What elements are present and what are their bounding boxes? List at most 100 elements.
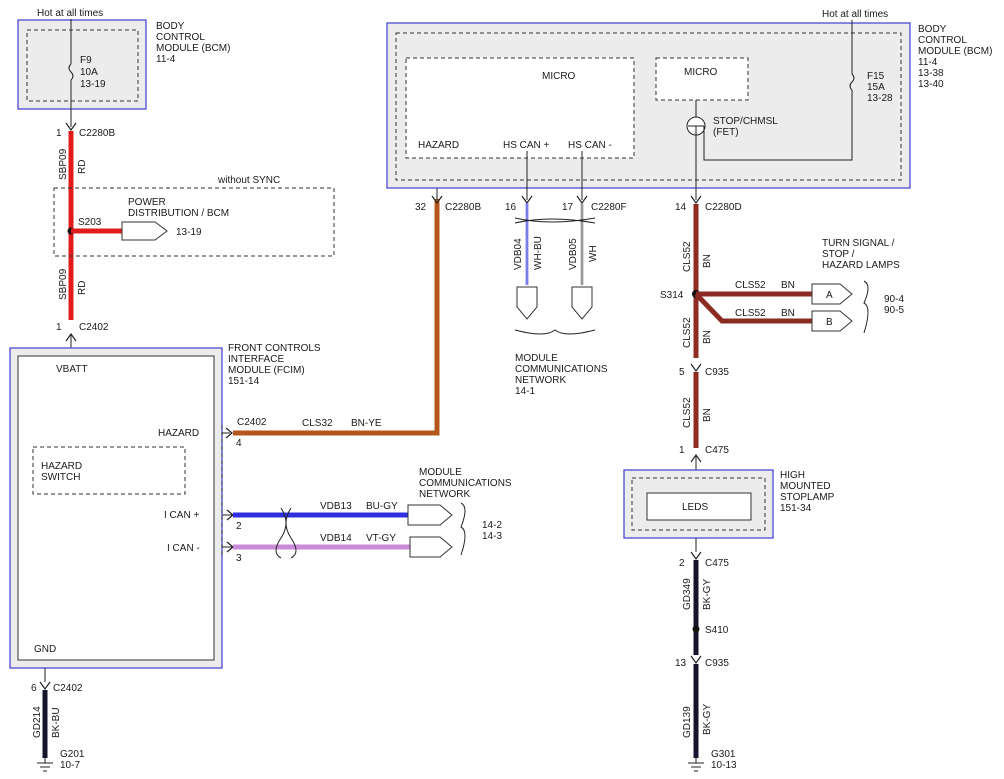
- bcm-right-module: Hot at all times BODY CONTROL MODULE (BC…: [386, 9, 992, 200]
- connector-c2280b-hazard-icon: [431, 195, 443, 205]
- circuit-label: CLS32: [302, 418, 333, 429]
- ican-wires: 2 VDB13 BU-GY 3 VDB14 VT-GY MODULE COMMU…: [222, 467, 512, 564]
- connector-label: C2280F: [591, 202, 627, 213]
- color-label: BN: [781, 308, 795, 319]
- circuit-label: CLS52: [682, 317, 693, 348]
- hmsl-title-1: HIGH: [780, 470, 805, 481]
- pin-label: 4: [236, 438, 242, 449]
- pd-ref: 13-19: [176, 227, 202, 238]
- bcm-right-title-1: BODY: [918, 24, 947, 35]
- connector-arrow-icon: [516, 286, 538, 320]
- micro-box-1: [405, 57, 635, 159]
- mcn-ref: 14-1: [515, 386, 535, 397]
- circuit-label: CLS52: [735, 280, 766, 291]
- mcn-label-1: MODULE: [419, 467, 462, 478]
- mcn-label-3: NETWORK: [419, 489, 470, 500]
- circuit-label: GD349: [682, 578, 693, 610]
- fuse-f9-icon: [68, 63, 74, 81]
- color-label: BN: [702, 408, 713, 422]
- leds-box: [646, 492, 752, 521]
- tsl-ref-2: 90-5: [884, 305, 904, 316]
- connector-b-icon: [811, 310, 853, 332]
- hmsl-inner: [631, 477, 766, 531]
- pin-label: 32: [415, 202, 427, 213]
- pin-label: 14: [675, 202, 687, 213]
- connector-a-label: A: [826, 290, 833, 301]
- color-label: VT-GY: [366, 533, 396, 544]
- color-label: RD: [77, 281, 88, 295]
- splice-s410-icon: [692, 625, 700, 633]
- fuse-f9-ref: 13-19: [80, 79, 106, 90]
- fcim-title-1: FRONT CONTROLS: [228, 343, 321, 354]
- connector-c475-out-icon: [690, 551, 702, 561]
- mcn-label-3: NETWORK: [515, 375, 566, 386]
- wire-cls32: [233, 199, 440, 436]
- fcim-ground: 6 C2402 GD214 BK-BU G201 10-7: [31, 668, 85, 772]
- connector-label: C2402: [237, 417, 267, 428]
- hmsl-title-3: STOPLAMP: [780, 492, 835, 503]
- connector-label: C2280B: [79, 128, 115, 139]
- splice-label: S314: [660, 290, 684, 301]
- color-label: WH: [588, 245, 599, 262]
- connector-arrow-icon: [409, 536, 453, 558]
- mcn-ref-1: 14-2: [482, 520, 502, 531]
- bcm-right-title-4: 11-4: [918, 57, 938, 68]
- fcim-vbatt: VBATT: [56, 364, 87, 375]
- circuit-label: GD214: [32, 706, 43, 738]
- circuit-label: GD139: [682, 706, 693, 738]
- mcn-ref-2: 14-3: [482, 531, 502, 542]
- connector-c2402-hazard-icon: [225, 427, 233, 439]
- tsl-label-3: HAZARD LAMPS: [822, 260, 900, 271]
- color-label: BK-GY: [702, 704, 713, 735]
- wire-branch-b: [694, 292, 812, 324]
- pin-label: 13: [675, 658, 687, 669]
- color-label: BU-GY: [366, 501, 398, 512]
- fcim-title-2: INTERFACE: [228, 354, 284, 365]
- bcm-right-title-2: CONTROL: [918, 35, 967, 46]
- connector-c2280b-left-icon: [65, 122, 77, 132]
- micro-label-1: MICRO: [542, 71, 576, 82]
- bcm-left-module: Hot at all times F9 10A 13-19 BODY CONTR…: [17, 8, 230, 127]
- fcim-title-3: MODULE (FCIM): [228, 365, 305, 376]
- bcm-right-title-6: 13-40: [918, 79, 944, 90]
- pin-label: 2: [236, 521, 242, 532]
- color-label: BN-YE: [351, 418, 382, 429]
- mcn-label-2: COMMUNICATIONS: [419, 478, 512, 489]
- bcm-right-inner: [395, 32, 902, 181]
- color-label: WH-BU: [533, 236, 544, 270]
- circuit-label: VDB14: [320, 533, 352, 544]
- pin-label: 1: [679, 445, 685, 456]
- brace-icon: [514, 329, 596, 335]
- connector-label: C2402: [53, 683, 83, 694]
- tsl-label-1: TURN SIGNAL /: [822, 238, 895, 249]
- ground-ref: 10-13: [711, 760, 737, 771]
- connector-label: C2280D: [705, 202, 742, 213]
- connector-label: C935: [705, 658, 729, 669]
- bcm-hazard: HAZARD: [418, 140, 459, 151]
- connector-a-icon: [811, 283, 853, 305]
- hmsl-ground: 2 C475 GD349 BK-GY S410 13 C935 GD139 BK…: [675, 538, 737, 772]
- splice-label: S410: [705, 625, 729, 636]
- pin-label: 1: [56, 322, 62, 333]
- circuit-label: VDB04: [513, 238, 524, 270]
- pin-label: 17: [562, 202, 574, 213]
- pin-label: 2: [679, 558, 685, 569]
- fuse-f15-ref: 13-28: [867, 93, 893, 104]
- bcm-hscan-minus: HS CAN -: [568, 140, 612, 151]
- fuse-f15-name: F15: [867, 71, 885, 82]
- pin-label: 16: [505, 202, 517, 213]
- twisted-pair-icon: [275, 507, 287, 559]
- bcm-right-title-5: 13-38: [918, 68, 944, 79]
- connector-arrow-icon: [121, 221, 168, 241]
- circuit-label: VDB13: [320, 501, 352, 512]
- ground-ref: 10-7: [60, 760, 80, 771]
- fuse-f15-icon: [849, 73, 855, 91]
- hazard-switch-label-1: HAZARD: [41, 461, 82, 472]
- connector-c935-out-icon: [690, 655, 702, 665]
- ground-label: G301: [711, 749, 736, 760]
- twisted-pair-icon: [514, 217, 596, 223]
- micro-label-2: MICRO: [684, 67, 718, 78]
- hmsl-title-4: 151-34: [780, 503, 812, 514]
- color-label: BK-BU: [51, 707, 62, 738]
- fuse-f15-amp: 15A: [867, 82, 885, 93]
